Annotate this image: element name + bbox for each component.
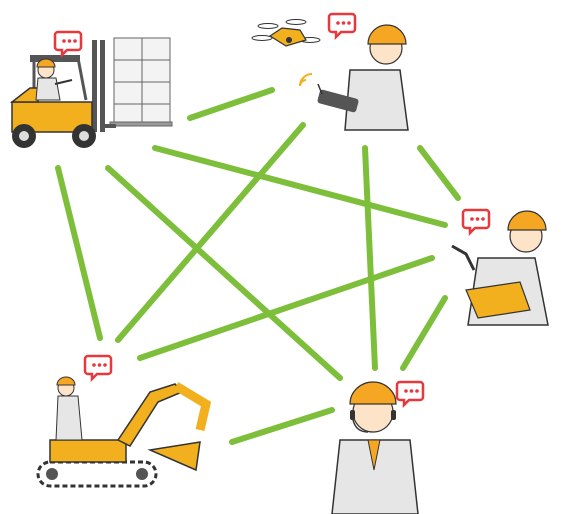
- link-drone-supervisor: [417, 145, 461, 201]
- link-forklift-excavator: [55, 165, 103, 341]
- link-forklift-manager: [105, 165, 343, 381]
- drone-icon: [251, 19, 321, 47]
- chat-bubble-icon: [395, 380, 425, 407]
- forklift-operator: [9, 30, 173, 148]
- link-excavator-manager: [229, 407, 335, 445]
- link-forklift-supervisor: [152, 145, 448, 228]
- drone-pilot: [251, 12, 409, 131]
- pallet-boxes: [109, 37, 173, 127]
- excavator-operator: [36, 354, 212, 488]
- excavator-driver: [55, 376, 83, 441]
- excavator-icon: [36, 382, 212, 488]
- chat-bubble-icon: [461, 208, 491, 235]
- forklift-icon: [9, 40, 116, 148]
- link-forklift-drone: [187, 87, 275, 121]
- clipboard-icon: [465, 281, 531, 319]
- chat-bubble-icon: [53, 30, 83, 57]
- headset-icon: [350, 410, 396, 433]
- chat-bubble-icon: [83, 354, 113, 381]
- forklift-driver: [35, 58, 73, 101]
- headset-manager: [331, 380, 425, 514]
- link-drone-manager: [362, 145, 378, 371]
- pilot-body: [317, 24, 409, 131]
- link-supervisor-excavator: [137, 255, 435, 361]
- connection-lines: [55, 87, 461, 445]
- site-supervisor: [451, 208, 549, 326]
- link-supervisor-manager: [400, 295, 448, 371]
- chat-bubble-icon: [327, 12, 357, 39]
- link-drone-excavator: [115, 122, 306, 343]
- signal-icon: [299, 73, 313, 87]
